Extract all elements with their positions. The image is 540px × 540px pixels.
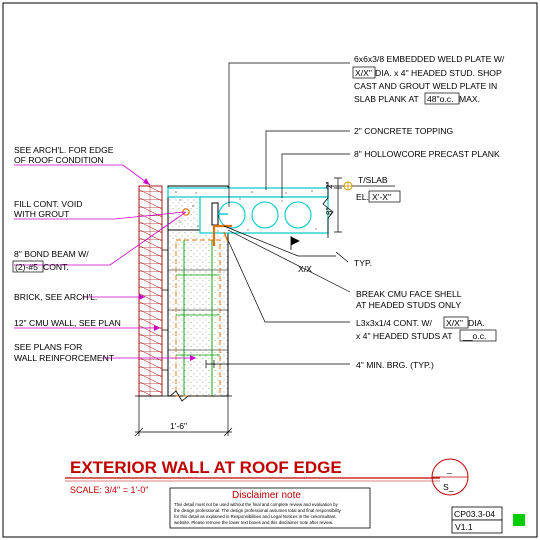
brick-veneer <box>138 185 163 397</box>
elevation-marker <box>343 181 353 191</box>
version-box <box>451 519 503 534</box>
angle-spacing-box <box>459 329 497 342</box>
angle-dia-box <box>443 316 469 329</box>
weld-plate <box>211 202 219 226</box>
note-plans-2: WALL REINFORCEMENT <box>14 353 115 363</box>
note-bond-2b: CONT. <box>43 262 69 272</box>
steel-angle <box>212 224 232 246</box>
note-weld-plate-4c: MAX. <box>459 94 480 104</box>
note-bond-1: 8" BOND BEAM W/ <box>14 249 89 259</box>
note-cmu: 12" CMU WALL, SEE PLAN <box>14 318 121 328</box>
disclaimer-title: Disclaimer note <box>232 490 301 501</box>
note-angle-1a: L3x3x1/4 CONT. W/ <box>356 318 433 328</box>
note-weld-plate-2a: X/X" <box>355 68 372 78</box>
note-weld-plate-3: CAST AND GROUT WELD PLATE IN <box>354 81 497 91</box>
note-bearing: 4" MIN. BRG. (TYP.) <box>356 360 434 370</box>
grout-fill <box>175 190 317 232</box>
note-t-slab: T/SLAB <box>358 175 388 185</box>
weld-dia-box <box>352 66 376 79</box>
note-fill-2: WITH GROUT <box>14 209 70 219</box>
note-angle-1b: X/X" <box>446 318 463 328</box>
note-angle-2b: __o.c. <box>462 331 486 341</box>
weld-spacing-box <box>424 92 460 105</box>
note-arch-edge-1: SEE ARCH'L. FOR EDGE <box>14 145 114 155</box>
note-weld-plate-1: 6x6x3/8 EMBEDDED WELD PLATE W/ <box>354 54 505 64</box>
note-angle-2a: x 4" HEADED STUDS AT <box>356 331 453 341</box>
note-xx: X/X <box>298 264 312 274</box>
status-indicator <box>513 514 525 526</box>
note-el: EL. <box>356 192 369 202</box>
note-plans-1: SEE PLANS FOR <box>14 342 82 352</box>
version-label: V1.1 <box>455 522 473 532</box>
note-el-value: X'-X" <box>372 192 391 202</box>
section-symbol-top: _ <box>446 464 452 474</box>
drawing-title: EXTERIOR WALL AT ROOF EDGE <box>70 458 342 477</box>
note-arch-edge-2: OF ROOF CONDITION <box>14 155 104 165</box>
break-line-bottom <box>135 390 232 402</box>
leader-arrows-left <box>139 178 196 361</box>
note-break-1: BREAK CMU FACE SHELL <box>356 289 462 299</box>
detail-number: CP03.3-04 <box>454 509 495 519</box>
hollowcore-plank <box>167 182 334 246</box>
disclaimer-line-2: the design professional. The design prof… <box>174 508 342 513</box>
note-angle-1c: DIA. <box>468 318 485 328</box>
note-bond-2a: (2)-#5 <box>15 262 38 272</box>
note-plank: 8" HOLLOWCORE PRECAST PLANK <box>354 149 500 159</box>
note-topping: 2" CONCRETE TOPPING <box>354 126 454 136</box>
disclaimer-line-3: for this detail as explained in Responsi… <box>174 514 337 519</box>
note-brick: BRICK, SEE ARCH'L. <box>14 292 97 302</box>
note-weld-plate-2b: DIA. x 4" HEADED STUD. SHOP <box>375 68 502 78</box>
leaders-left <box>14 164 196 359</box>
note-typ: TYP. <box>354 258 372 268</box>
disclaimer-line-1: This detail must not be used without the… <box>174 502 339 507</box>
section-symbol-bottom: S_ <box>443 482 454 492</box>
scale-label: SCALE: 3/4" = 1'-0" <box>70 485 148 495</box>
bond-bar-box <box>12 260 44 273</box>
note-break-2: AT HEADED STUDS ONLY <box>356 300 461 310</box>
leaders-right <box>205 62 395 368</box>
disclaimer-box <box>169 487 371 529</box>
note-weld-plate-4b: 48"o.c. <box>427 94 453 104</box>
section-symbol <box>431 458 469 496</box>
el-value-box <box>368 190 401 203</box>
dim-2-label: 2" <box>325 182 334 189</box>
dim-8-label: 8" <box>325 208 334 215</box>
note-fill-1: FILL CONT. VOID <box>14 199 82 209</box>
note-weld-plate-4a: SLAB PLANK AT <box>354 94 420 104</box>
dimension-bottom <box>134 396 233 437</box>
dimension-bottom-label: 1'-6" <box>170 421 187 431</box>
disclaimer-line-4: website. Please remove the lower text bo… <box>174 520 333 525</box>
weld-symbol-flag <box>290 236 300 250</box>
